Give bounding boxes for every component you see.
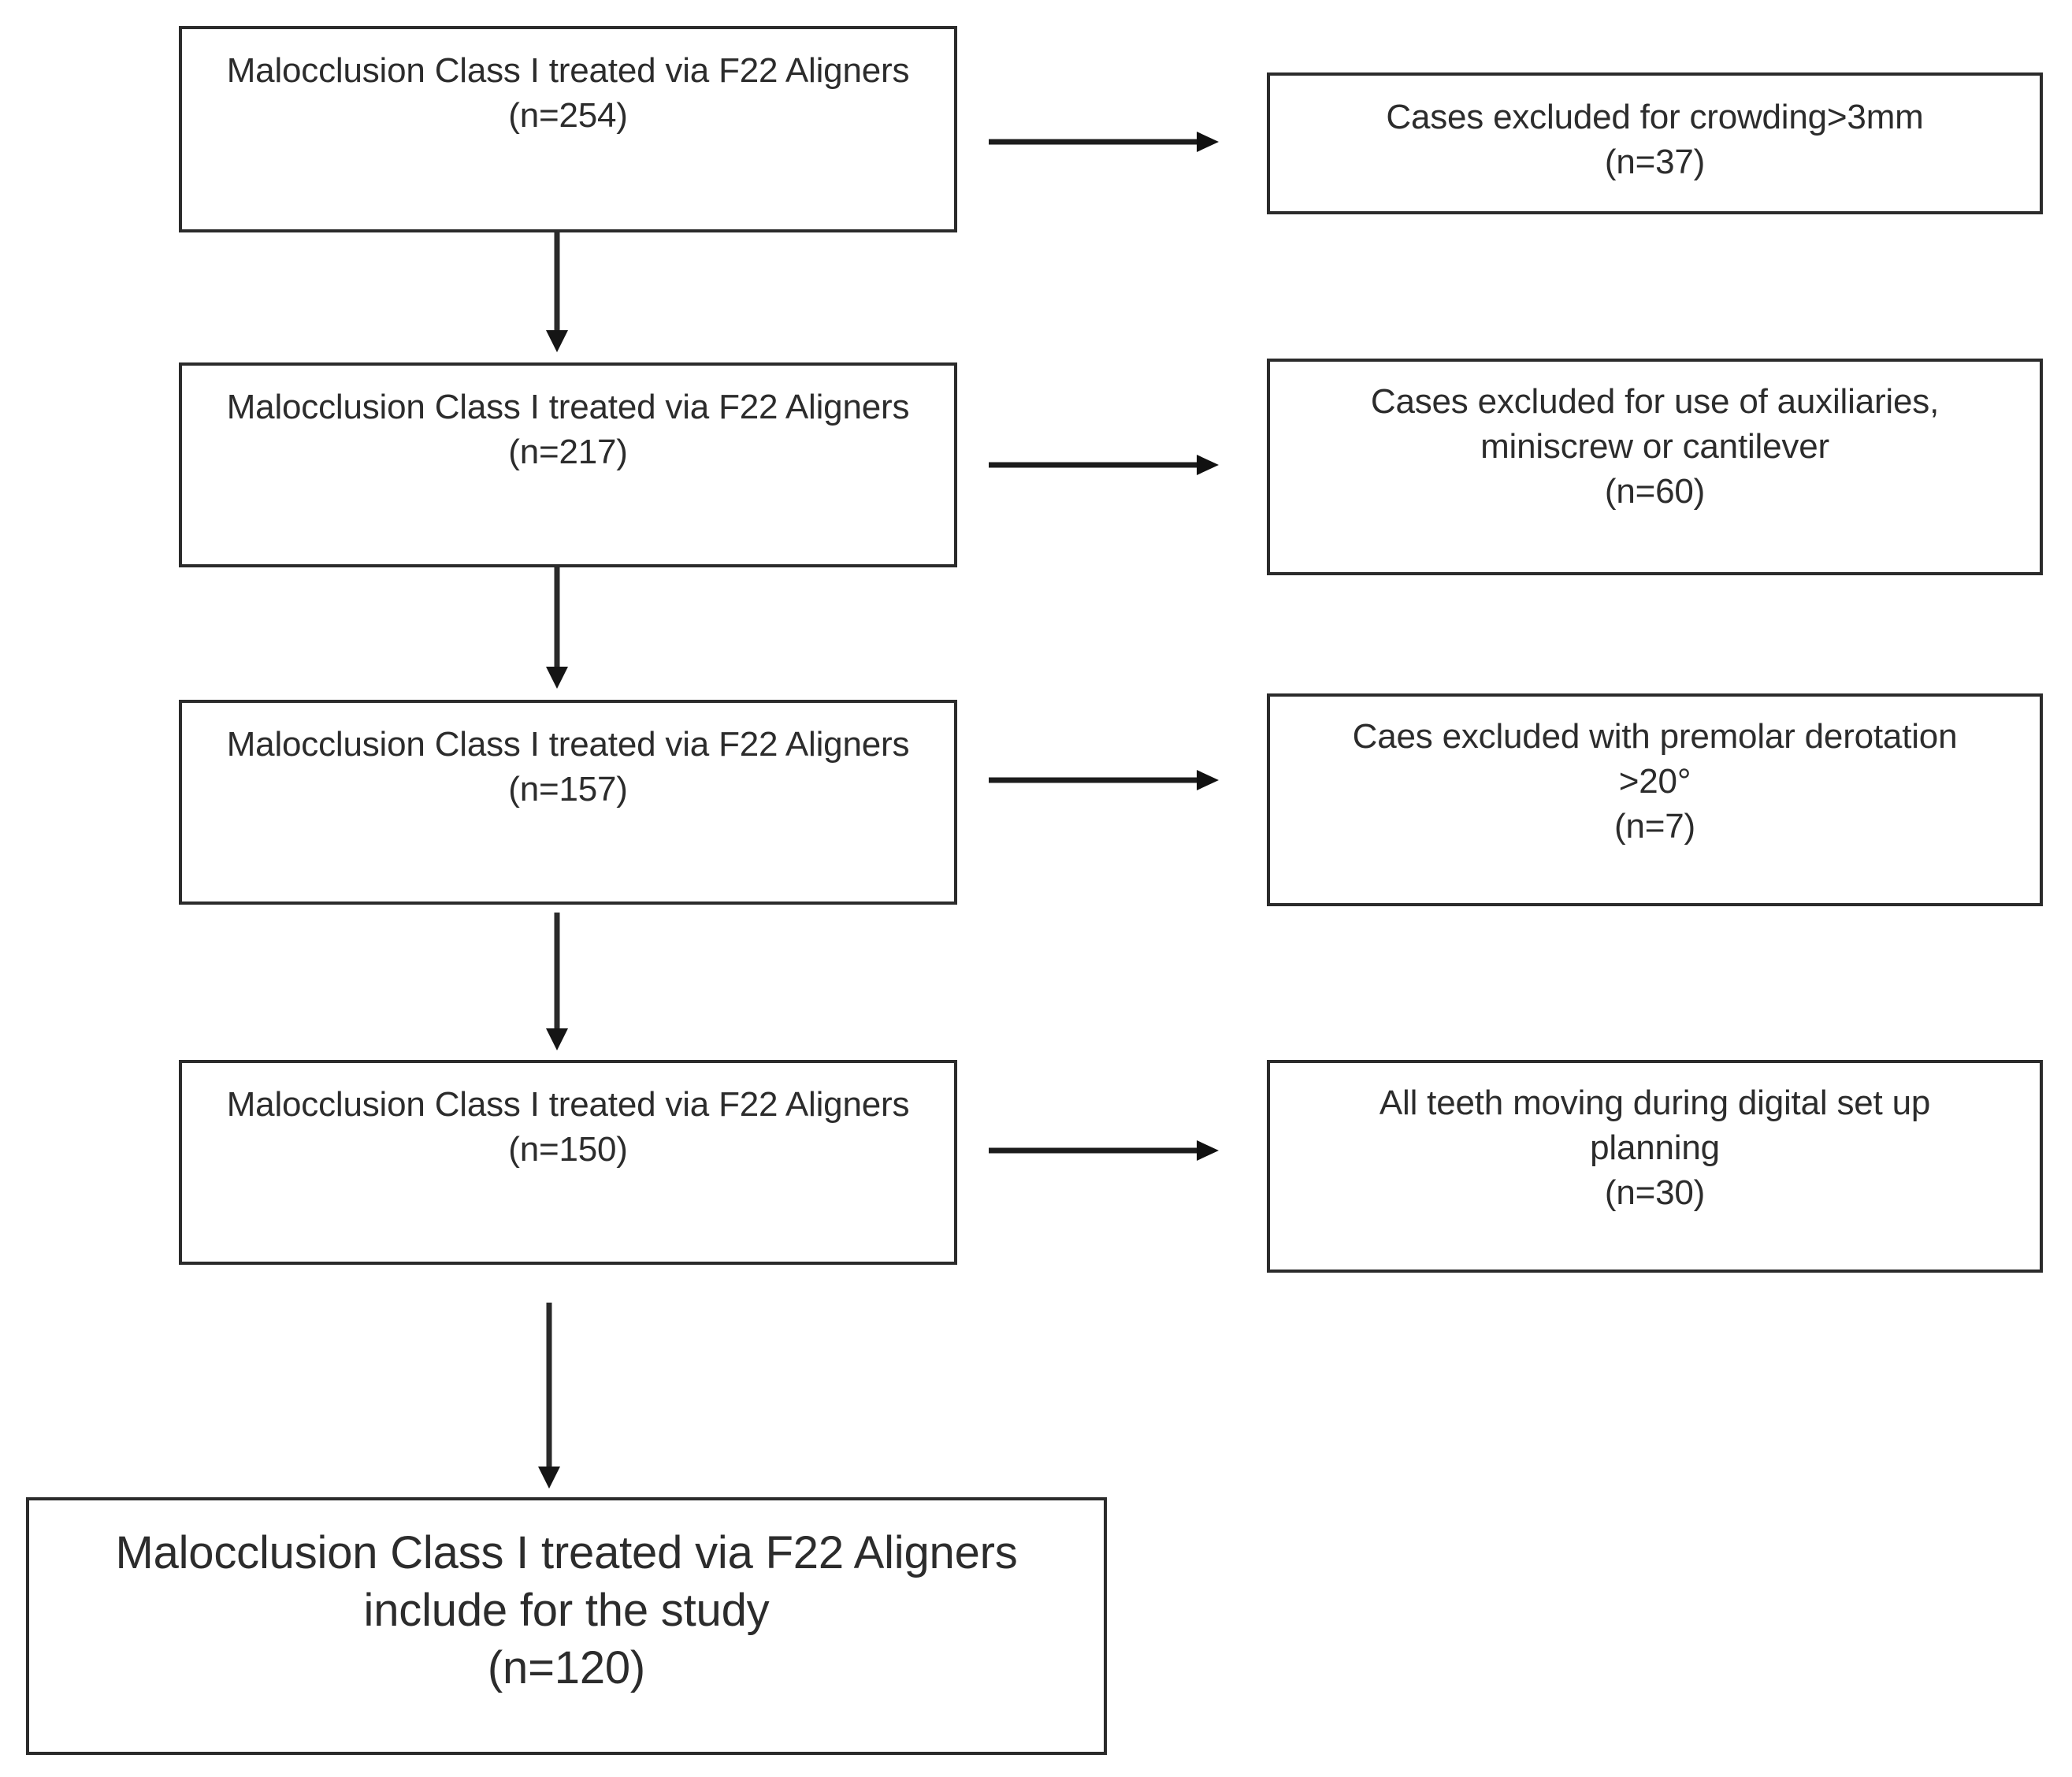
arrow-down-icon	[520, 905, 599, 1062]
flow-node-text: Malocclusion Class I treated via F22 Ali…	[115, 1527, 1018, 1694]
arrow-down-icon	[520, 567, 599, 701]
arrow-right-icon	[989, 1127, 1233, 1174]
arrow-down-icon	[520, 232, 599, 365]
arrow-right-icon	[989, 118, 1233, 165]
flow-node-text: Caes excluded with premolar derotation >…	[1352, 717, 1958, 846]
flow-node-remaining-150: Malocclusion Class I treated via F22 Ali…	[179, 1060, 957, 1265]
flow-node-text: Cases excluded for crowding>3mm (n=37)	[1386, 98, 1924, 182]
flow-node-text: All teeth moving during digital set up p…	[1379, 1084, 1931, 1213]
flow-node-enrolled-254: Malocclusion Class I treated via F22 Ali…	[179, 26, 957, 232]
flow-node-text: Cases excluded for use of auxiliaries, m…	[1370, 382, 1940, 511]
flow-node-remaining-217: Malocclusion Class I treated via F22 Ali…	[179, 362, 957, 567]
flow-node-text: Malocclusion Class I treated via F22 Ali…	[226, 51, 910, 136]
arrow-down-icon	[512, 1265, 591, 1500]
flow-node-excluded-premolar-derotation: Caes excluded with premolar derotation >…	[1267, 693, 2043, 906]
arrow-right-icon	[989, 441, 1233, 489]
flow-node-text: Malocclusion Class I treated via F22 Ali…	[226, 725, 910, 809]
flow-node-excluded-auxiliaries: Cases excluded for use of auxiliaries, m…	[1267, 359, 2043, 575]
flow-node-text: Malocclusion Class I treated via F22 Ali…	[226, 1085, 910, 1169]
flow-node-text: Malocclusion Class I treated via F22 Ali…	[226, 388, 910, 472]
flow-node-excluded-crowding: Cases excluded for crowding>3mm (n=37)	[1267, 72, 2043, 214]
arrow-right-icon	[989, 757, 1233, 804]
flow-node-excluded-all-teeth-moving: All teeth moving during digital set up p…	[1267, 1060, 2043, 1273]
flow-node-included-120: Malocclusion Class I treated via F22 Ali…	[26, 1497, 1107, 1755]
flow-node-remaining-157: Malocclusion Class I treated via F22 Ali…	[179, 700, 957, 905]
